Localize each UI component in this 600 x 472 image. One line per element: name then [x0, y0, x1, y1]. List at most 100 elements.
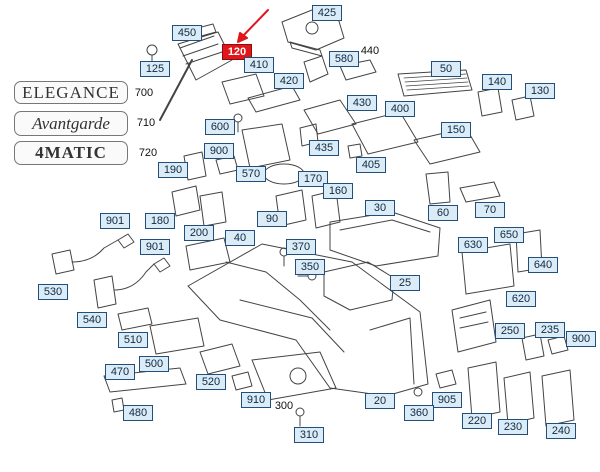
callout-350[interactable]: 350: [295, 259, 325, 275]
callout-450[interactable]: 450: [172, 25, 202, 41]
bracket-40-part: [185, 237, 231, 271]
callout-310[interactable]: 310: [294, 427, 324, 443]
frame-430-part: [303, 99, 357, 135]
4matic-badge: 4MATIC: [14, 141, 128, 165]
center-trim-panel-part: [159, 23, 233, 121]
callout-140[interactable]: 140: [482, 74, 512, 90]
callout-125[interactable]: 125: [140, 61, 170, 77]
callout-901-lower[interactable]: 901: [140, 239, 170, 255]
callout-430[interactable]: 430: [347, 95, 377, 111]
callout-630[interactable]: 630: [458, 237, 488, 253]
cover-230-part: [503, 371, 535, 425]
cover-520-part: [199, 343, 241, 375]
bracket-580-part: [303, 55, 329, 83]
screw-310-part: [295, 407, 305, 427]
callout-520[interactable]: 520: [196, 374, 226, 390]
callout-30[interactable]: 30: [365, 200, 395, 216]
bracket-200-part: [199, 191, 227, 227]
armrest-30-part: [329, 211, 441, 267]
cable-540-part: [93, 257, 171, 309]
callout-250[interactable]: 250: [495, 323, 525, 339]
cable-530-part: [51, 233, 135, 275]
callout-650[interactable]: 650: [494, 227, 524, 243]
callout-90[interactable]: 90: [257, 211, 287, 227]
cover-440-part: [339, 59, 377, 81]
clip-405-part: [347, 143, 363, 159]
red-arrow-icon: [237, 9, 269, 43]
callout-190[interactable]: 190: [158, 162, 188, 178]
frame-400-part: [351, 111, 419, 155]
callout-40[interactable]: 40: [225, 230, 255, 246]
cover-25-part: [323, 261, 395, 311]
callout-510[interactable]: 510: [118, 332, 148, 348]
callout-640[interactable]: 640: [528, 257, 558, 273]
screw-600-part: [233, 113, 243, 133]
screw-125-part: [146, 44, 158, 63]
plug-900b-part: [547, 335, 569, 355]
callout-905[interactable]: 905: [432, 392, 462, 408]
callout-580[interactable]: 580: [329, 51, 359, 67]
tray-510-part: [117, 307, 153, 331]
callout-440[interactable]: 440: [360, 45, 380, 57]
callout-530[interactable]: 530: [38, 284, 68, 300]
callout-410[interactable]: 410: [244, 57, 274, 73]
callout-170[interactable]: 170: [298, 171, 328, 187]
callout-50[interactable]: 50: [431, 61, 461, 77]
callout-600[interactable]: 600: [205, 119, 235, 135]
callout-470[interactable]: 470: [105, 364, 135, 380]
callout-60[interactable]: 60: [428, 205, 458, 221]
callout-180[interactable]: 180: [145, 213, 175, 229]
callout-720[interactable]: 720: [138, 147, 158, 159]
mat-420-part: [247, 85, 301, 113]
avantgarde-badge: Avantgarde: [14, 111, 128, 136]
callout-370[interactable]: 370: [286, 239, 316, 255]
callout-130[interactable]: 130: [525, 83, 555, 99]
vent-630-part: [461, 243, 515, 295]
bracket-180-part: [171, 185, 201, 217]
panel-240-part: [541, 369, 575, 427]
plug-905-part: [435, 369, 457, 389]
callout-25[interactable]: 25: [390, 275, 420, 291]
callout-480[interactable]: 480: [123, 405, 153, 421]
cupholder-140-part: [477, 87, 503, 117]
tray-70-part: [459, 181, 501, 203]
callout-620[interactable]: 620: [506, 291, 536, 307]
mechanism-300-part: [251, 351, 337, 401]
callout-435[interactable]: 435: [309, 140, 339, 156]
tray-570-part: [241, 123, 291, 169]
callout-910[interactable]: 910: [241, 392, 271, 408]
callout-540[interactable]: 540: [77, 312, 107, 328]
callout-500[interactable]: 500: [139, 356, 169, 372]
callout-405[interactable]: 405: [356, 157, 386, 173]
callout-240[interactable]: 240: [546, 423, 576, 439]
callout-710[interactable]: 710: [136, 117, 156, 129]
plug-910-part: [231, 371, 253, 391]
cup-60-part: [425, 171, 451, 205]
callout-900-lower[interactable]: 900: [566, 331, 596, 347]
callout-700[interactable]: 700: [134, 87, 154, 99]
callout-900-upper[interactable]: 900: [204, 143, 234, 159]
callout-420[interactable]: 420: [274, 73, 304, 89]
callout-425[interactable]: 425: [312, 5, 342, 21]
callout-20[interactable]: 20: [365, 393, 395, 409]
callout-230[interactable]: 230: [498, 419, 528, 435]
callout-150[interactable]: 150: [441, 122, 471, 138]
callout-570[interactable]: 570: [236, 166, 266, 182]
callout-300[interactable]: 300: [274, 400, 294, 412]
callout-400[interactable]: 400: [385, 101, 415, 117]
socket-235-part: [521, 333, 545, 361]
callout-235[interactable]: 235: [535, 322, 565, 338]
callout-360[interactable]: 360: [404, 405, 434, 421]
mat-410-part: [221, 73, 265, 105]
callout-120-highlighted[interactable]: 120: [222, 44, 252, 60]
rear-vent-250-part: [451, 299, 497, 353]
callout-160[interactable]: 160: [323, 183, 353, 199]
callout-901-upper[interactable]: 901: [100, 213, 130, 229]
elegance-badge: ELEGANCE: [14, 81, 128, 104]
nut-360-part: [413, 387, 423, 397]
callout-220[interactable]: 220: [462, 413, 492, 429]
switch-130-part: [511, 95, 535, 121]
callout-200[interactable]: 200: [184, 225, 214, 241]
callout-70[interactable]: 70: [475, 202, 505, 218]
cover-220-part: [467, 361, 501, 419]
